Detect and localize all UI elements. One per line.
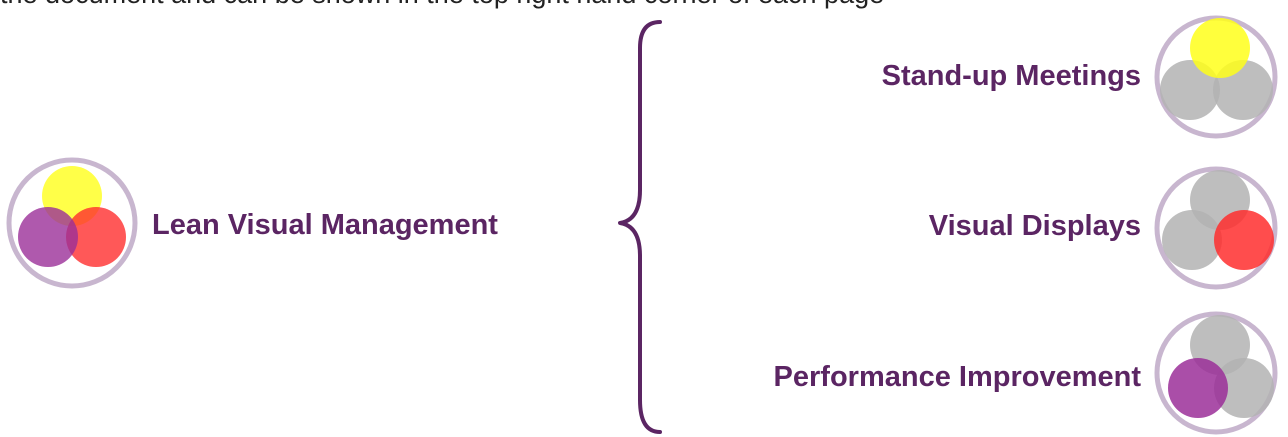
performance-improvement-venn-icon [1154,311,1278,435]
main-venn-icon [6,157,138,289]
item-label-performance-improvement: Performance Improvement [773,361,1141,393]
truncated-header-text: the document and can be shown in the top… [0,0,1288,8]
curly-brace [618,20,662,434]
visual-displays-venn-icon [1154,166,1278,290]
item-label-visual-displays: Visual Displays [928,210,1141,242]
stand-up-meetings-venn-icon [1154,15,1278,139]
item-label-stand-up-meetings: Stand-up Meetings [881,60,1141,92]
main-title: Lean Visual Management [152,209,498,241]
